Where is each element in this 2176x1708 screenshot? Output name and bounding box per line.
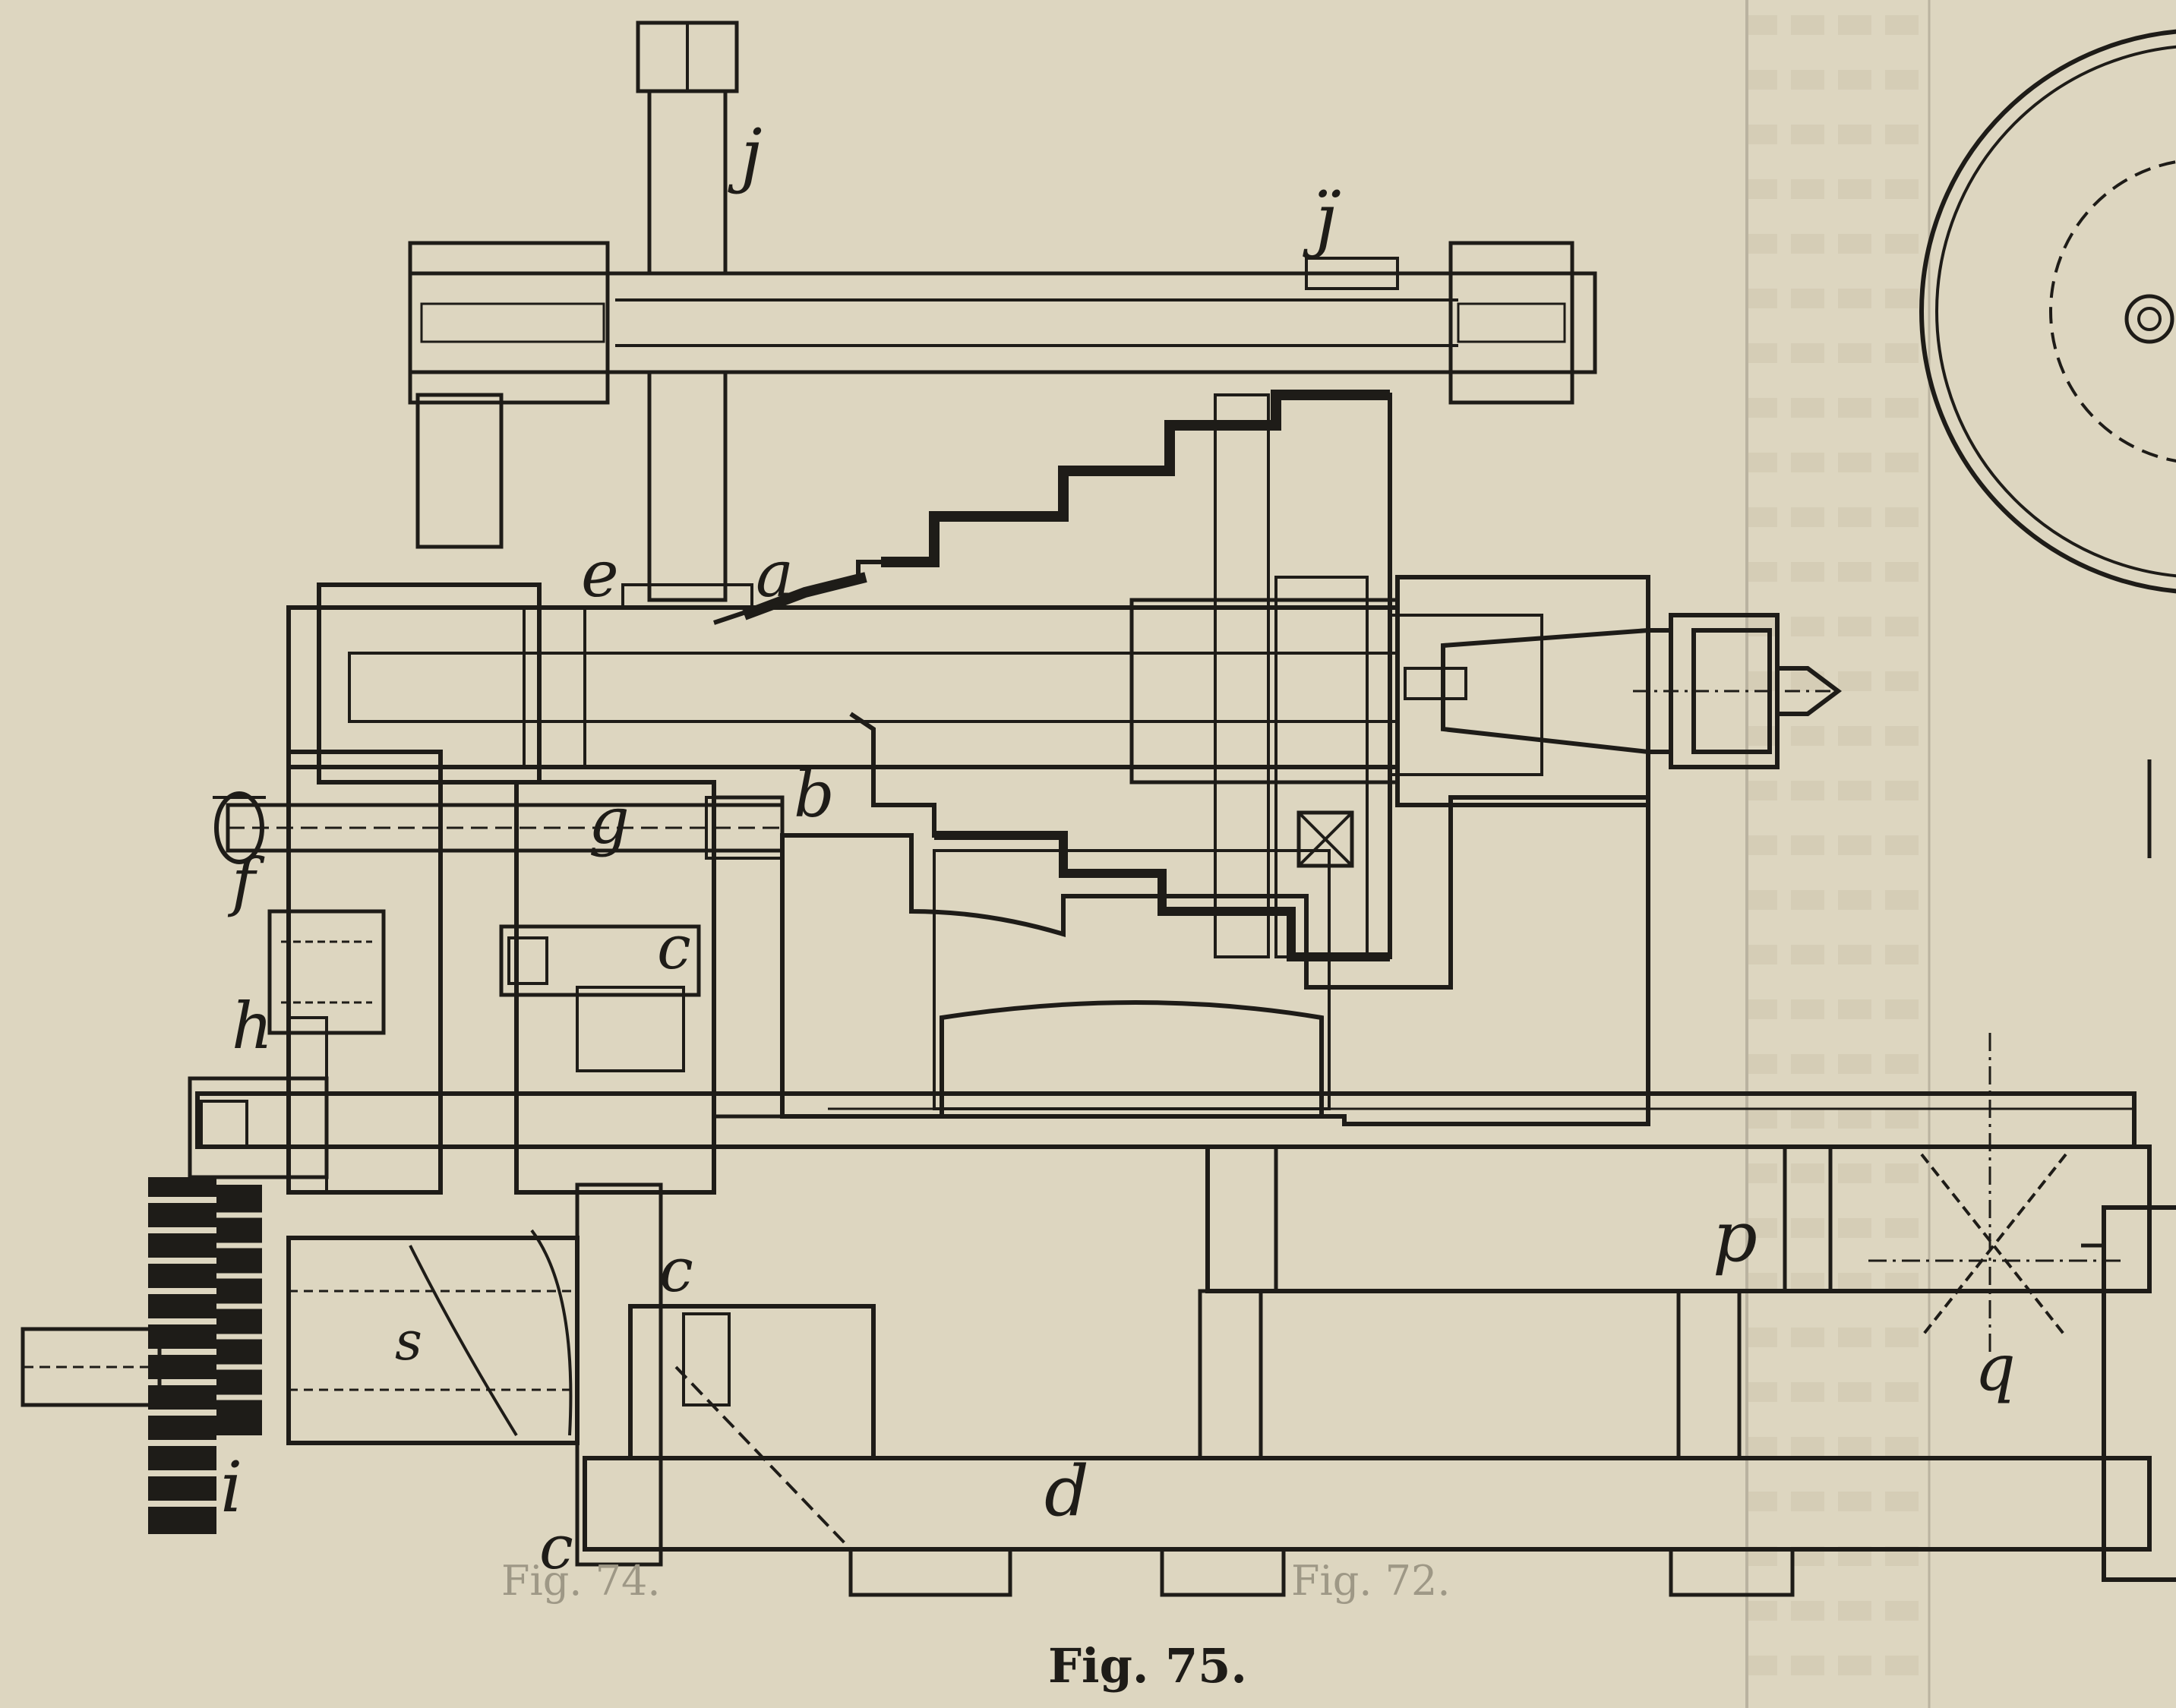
- stepped-cone-pulley: [713, 390, 1392, 961]
- label-i: i: [220, 1447, 242, 1528]
- label-j: j: [728, 114, 763, 195]
- knob-f: [214, 791, 264, 864]
- label-d: d: [1044, 1451, 1089, 1532]
- bed-upper-way-p: [1205, 1144, 2152, 1293]
- label-g: g: [589, 784, 630, 858]
- countershaft-assembly: [408, 21, 1597, 609]
- countershaft: [408, 271, 1597, 374]
- right-edge-detail: [2081, 759, 2176, 1582]
- part-labels: j j̈ e a b g f c h c d p q i c s: [220, 114, 2016, 1583]
- label-c-upper: c: [657, 912, 691, 983]
- clutch-box: [1296, 810, 1354, 868]
- cylinder-s: [286, 1236, 580, 1445]
- countershaft-right-bearing: [1448, 241, 1574, 405]
- large-pulley-right: [1919, 29, 2176, 594]
- label-j-ddot: j̈: [1303, 178, 1341, 260]
- label-c-low: c: [539, 1512, 573, 1583]
- main-spindle-assembly: [286, 575, 1846, 807]
- gear-second-teeth: [216, 1185, 262, 1435]
- bleed-fig-74: Fig. 74.: [501, 1557, 661, 1605]
- background-print-ghost: [1745, 0, 1931, 1708]
- main-spindle: [286, 605, 1400, 769]
- label-f: f: [227, 845, 265, 919]
- bleed-fig-72: Fig. 72.: [1291, 1557, 1451, 1605]
- label-q: q: [1975, 1331, 2016, 1405]
- spindle-left-bearing: [317, 582, 542, 785]
- label-s: s: [395, 1310, 422, 1372]
- countershaft-left-bearing: [408, 241, 610, 405]
- label-p: p: [1713, 1196, 1758, 1277]
- gear-j-stem: [647, 370, 728, 602]
- bed-lower-way-d: [583, 1456, 2152, 1552]
- lathe-bed: [195, 1033, 2152, 1597]
- countershaft-left-arm: [415, 393, 504, 549]
- label-e: e: [581, 537, 619, 611]
- label-c-mid: c: [659, 1235, 693, 1305]
- label-a: a: [756, 537, 794, 611]
- shaft-c: [499, 924, 701, 997]
- bed-top-rail: [195, 1091, 2137, 1149]
- headstock-housing: [213, 750, 1650, 1195]
- spindle-front-bearing: [1395, 575, 1650, 807]
- label-h: h: [232, 989, 273, 1063]
- collar-j-ddot: [1305, 257, 1399, 290]
- figure-caption: Fig. 75.: [1048, 1638, 1247, 1694]
- change-gear-train: [21, 1016, 876, 1567]
- lathe-centre-point: [1775, 666, 1842, 716]
- label-b: b: [794, 757, 835, 832]
